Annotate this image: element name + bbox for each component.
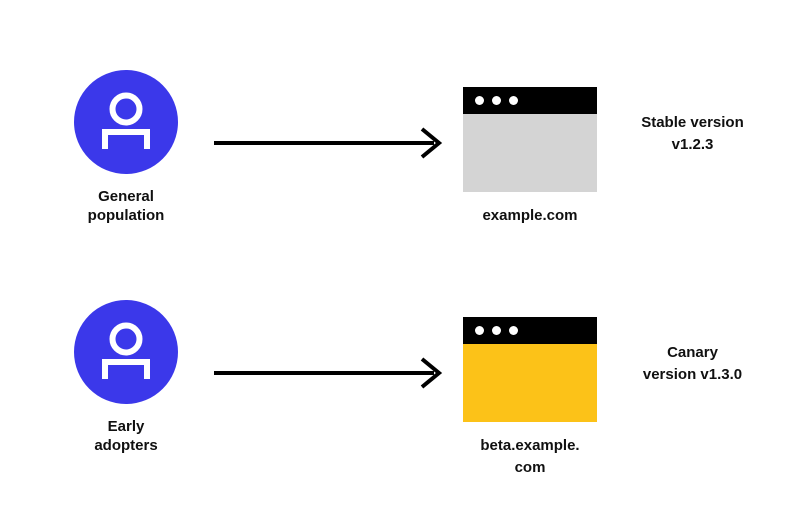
- browser-viewport: [463, 344, 597, 422]
- browser-titlebar: [463, 317, 597, 344]
- window-dot-icon: [475, 326, 484, 335]
- arrow-right-icon: [214, 127, 443, 159]
- browser-window-stable: [463, 87, 597, 192]
- site-label-stable: example.com: [482, 207, 578, 224]
- audience-early-adopters: Early adopters: [60, 300, 192, 455]
- version-note-canary: Canary version v1.3.0: [642, 344, 743, 383]
- person-icon: [102, 322, 150, 379]
- audience-label: General population: [87, 188, 165, 224]
- audience-avatar-circle: [74, 300, 178, 404]
- window-dot-icon: [475, 96, 484, 105]
- window-dot-icon: [509, 326, 518, 335]
- browser-viewport: [463, 114, 597, 192]
- browser-window-canary: [463, 317, 597, 422]
- audience-avatar-circle: [74, 70, 178, 174]
- window-dot-icon: [509, 96, 518, 105]
- browser-titlebar: [463, 87, 597, 114]
- arrow-right-icon: [214, 357, 443, 389]
- flow-row-early-adopters: Early adopters beta.example. com Canary …: [0, 245, 800, 476]
- site-label-canary: beta.example. com: [480, 437, 580, 476]
- audience-general-population: General population: [60, 70, 192, 225]
- window-dot-icon: [492, 96, 501, 105]
- audience-label: Early adopters: [94, 418, 158, 454]
- flow-row-general-population: General population example.com Stable ve…: [0, 15, 800, 245]
- window-dot-icon: [492, 326, 501, 335]
- person-icon: [102, 92, 150, 149]
- version-note-stable: Stable version v1.2.3: [641, 114, 744, 153]
